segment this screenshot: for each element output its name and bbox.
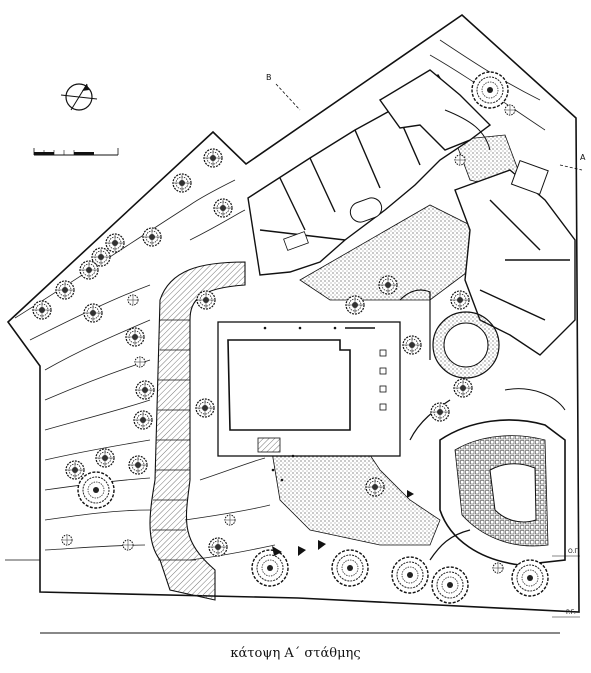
north-arrow-icon bbox=[60, 83, 98, 111]
section-marker-b-label: B bbox=[266, 73, 272, 82]
scale-bar bbox=[33, 148, 119, 156]
section-marker-b: B bbox=[266, 73, 301, 111]
section-marker-a-label: A bbox=[580, 153, 586, 162]
plan-caption: κάτοψη Α΄ στάθμης bbox=[230, 646, 361, 661]
level-mark-pg: P.Γ. bbox=[566, 609, 576, 616]
level-marks: O.Γ. P.Γ. bbox=[552, 548, 580, 618]
section-marker-a: A bbox=[559, 153, 586, 171]
circular-court bbox=[432, 311, 500, 379]
central-block bbox=[217, 321, 401, 457]
contour-lines bbox=[14, 39, 546, 561]
curved-walls bbox=[399, 289, 471, 561]
ramp-path bbox=[149, 261, 246, 601]
north-east-building bbox=[378, 69, 492, 151]
entrance-markers bbox=[272, 490, 414, 556]
auditorium bbox=[439, 388, 566, 566]
level-mark-og: O.Γ. bbox=[568, 548, 580, 555]
column-dots bbox=[263, 326, 337, 482]
east-building bbox=[454, 159, 576, 356]
